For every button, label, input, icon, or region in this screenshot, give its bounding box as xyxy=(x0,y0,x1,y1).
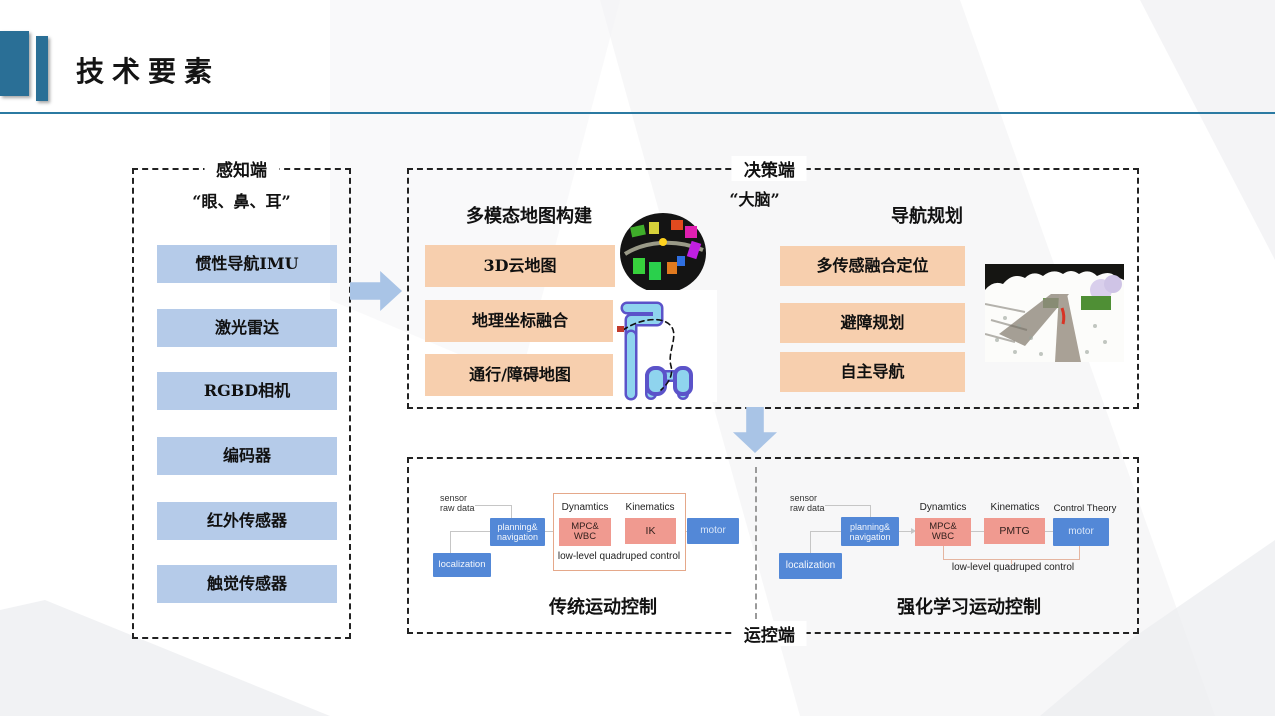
trad-lowlevel-label: low-level quadruped control xyxy=(557,551,681,562)
rl-caption: 强化学习运动控制 xyxy=(897,597,1041,618)
trad-wire xyxy=(450,531,451,553)
navigation-header: 导航规划 xyxy=(891,206,963,227)
trad-caption: 传统运动控制 xyxy=(549,597,657,618)
nav-box-autonomous-navigation: 自主导航 xyxy=(780,352,965,392)
trad-kinematics-label: Kinematics xyxy=(625,502,675,513)
rl-sensor-raw-data-label: sensor raw data xyxy=(790,493,825,513)
sensor-box-imu: 惯性导航IMU xyxy=(157,245,337,283)
rl-localization-box: localization xyxy=(779,553,842,579)
rl-wire xyxy=(899,531,912,532)
sensor-box-lidar: 激光雷达 xyxy=(157,309,337,347)
mapping-box-obstacle-map: 通行/障碍地图 xyxy=(425,354,615,396)
nav-box-obstacle-avoidance: 避障规划 xyxy=(780,303,965,343)
rl-dynamics-label: Dynamtics xyxy=(919,502,967,513)
rl-lowlevel-label: low-level quadruped control xyxy=(951,562,1075,573)
rl-wire xyxy=(810,531,811,553)
outdoor-pointcloud-image xyxy=(985,264,1124,362)
rl-wire xyxy=(1045,531,1053,532)
perception-panel-subtitle: “眼、鼻、耳” xyxy=(192,192,291,211)
rl-wire xyxy=(810,531,841,532)
rl-bracket xyxy=(1011,559,1012,564)
title-accent-bar-small xyxy=(36,36,48,101)
page-title: 技术要素 xyxy=(76,56,221,87)
trad-mpc-wbc-box: MPC& WBC xyxy=(559,518,611,546)
sensor-box-encoder: 编码器 xyxy=(157,437,337,475)
trad-wire xyxy=(475,505,512,506)
rl-control-theory-label: Control Theory xyxy=(1053,503,1117,514)
perception-panel-label: 感知端 xyxy=(204,156,279,181)
aerial-pointcloud-image xyxy=(620,213,706,293)
motion-panel-label: 运控端 xyxy=(731,621,807,646)
sensor-box-infrared: 红外传感器 xyxy=(157,502,337,540)
decision-panel-subtitle: “大脑” xyxy=(729,190,780,209)
trad-localization-box: localization xyxy=(433,553,491,577)
mapping-header: 多模态地图构建 xyxy=(466,206,592,227)
rl-bracket xyxy=(1079,546,1080,559)
sensor-box-tactile: 触觉传感器 xyxy=(157,565,337,603)
trad-ik-box: IK xyxy=(625,518,676,544)
decision-panel-label: 决策端 xyxy=(731,156,807,181)
trad-wire xyxy=(450,531,490,532)
mapping-box-3d-cloud-map: 3D云地图 xyxy=(425,245,615,287)
perception-panel: 感知端 “眼、鼻、耳” 惯性导航IMU 激光雷达 RGBD相机 编码器 红外传感… xyxy=(132,156,351,639)
sensor-box-rgbd: RGBD相机 xyxy=(157,372,337,410)
trad-motor-box: motor xyxy=(687,518,739,544)
rl-wire-arrowhead xyxy=(911,528,916,534)
trad-sensor-raw-data-label: sensor raw data xyxy=(440,493,475,513)
trad-wire xyxy=(545,531,557,532)
trad-dynamics-label: Dynamtics xyxy=(561,502,609,513)
rl-motor-box: motor xyxy=(1053,518,1109,546)
trad-wire xyxy=(511,505,512,518)
rl-wire xyxy=(870,505,871,517)
mapping-box-geo-fusion: 地理坐标融合 xyxy=(425,300,615,342)
rl-planning-navigation-box: planning& navigation xyxy=(841,517,899,546)
rl-pmtg-box: PMTG xyxy=(984,518,1045,544)
decision-panel: 决策端 “大脑” 多模态地图构建 3D云地图 地理坐标融合 通行/障碍地图 xyxy=(407,156,1139,409)
motion-panel: 运控端 sensor raw data planning& navigation… xyxy=(407,457,1139,646)
header-divider xyxy=(0,112,1275,114)
title-accent-bar-large xyxy=(0,31,29,96)
rl-wire xyxy=(825,505,870,506)
rl-bracket xyxy=(943,546,944,559)
nav-box-multisensor-localization: 多传感融合定位 xyxy=(780,246,965,286)
trad-planning-navigation-box: planning& navigation xyxy=(490,518,545,546)
rl-kinematics-label: Kinematics xyxy=(990,502,1040,513)
rl-wire xyxy=(971,531,984,532)
rl-mpc-wbc-box: MPC& WBC xyxy=(915,518,971,546)
traversability-map-image xyxy=(613,290,717,402)
motion-panel-divider xyxy=(755,467,757,619)
